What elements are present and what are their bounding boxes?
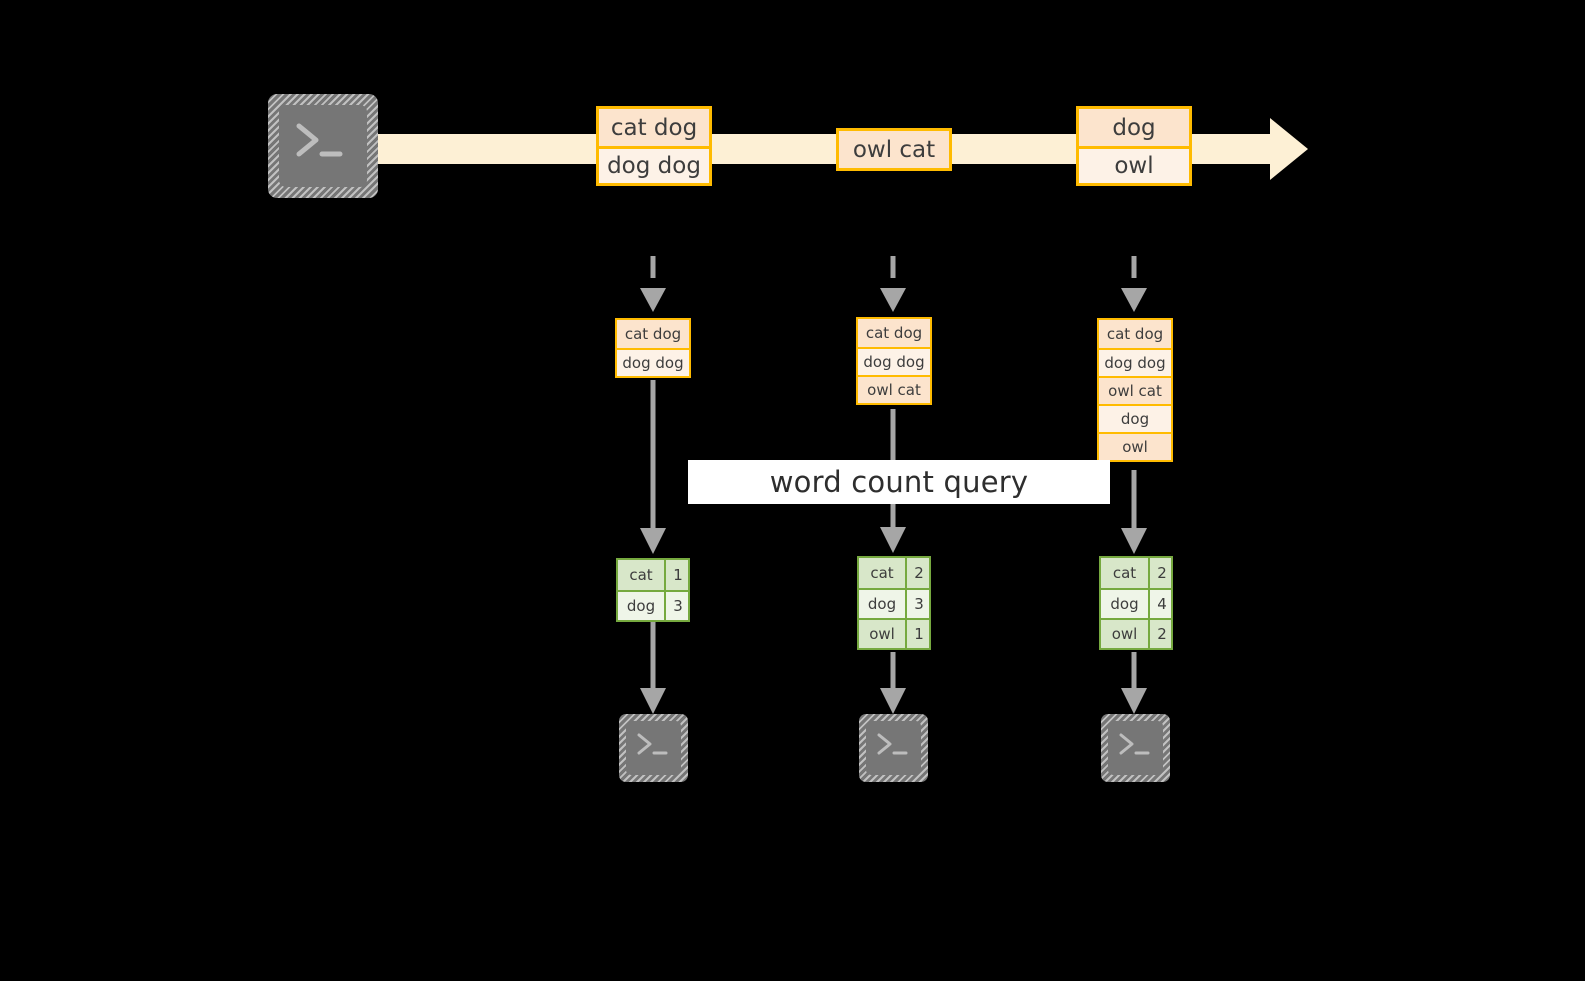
- word-cell: dog: [867, 595, 897, 613]
- terminal-prompt-glyph: [859, 714, 928, 782]
- count-cell: 4: [1148, 590, 1174, 618]
- state-table-row: owl cat: [858, 375, 930, 403]
- stream-message-batch-2[interactable]: owl cat: [836, 128, 952, 171]
- query-banner: word count query: [688, 460, 1110, 504]
- terminal-prompt-glyph: [268, 94, 378, 198]
- table-row: dog 3: [859, 588, 929, 618]
- word-cell: dog: [626, 597, 656, 615]
- result-table-1[interactable]: cat 1 dog 3: [616, 558, 690, 622]
- word-cell: cat: [629, 566, 653, 584]
- count-cell: 3: [664, 592, 690, 620]
- table-row: cat 2: [1101, 558, 1171, 588]
- source-terminal-icon[interactable]: [268, 94, 378, 198]
- stream-message-row: dog dog: [599, 146, 709, 183]
- count-cell: 1: [905, 620, 931, 648]
- sink-terminal-icon-2[interactable]: [859, 714, 928, 782]
- table-row: dog 4: [1101, 588, 1171, 618]
- state-table-row: dog dog: [617, 348, 689, 376]
- count-cell: 1: [664, 560, 690, 590]
- sink-terminal-icon-3[interactable]: [1101, 714, 1170, 782]
- table-row: cat 2: [859, 558, 929, 588]
- state-table-row: owl: [1099, 432, 1171, 460]
- state-table-row: dog dog: [1099, 348, 1171, 376]
- table-row: cat 1: [618, 560, 688, 590]
- dashed-down-arrow-icon-1: [622, 254, 684, 316]
- terminal-screen: [626, 721, 681, 775]
- word-cell: owl: [1111, 625, 1138, 643]
- state-table-row: dog: [1099, 404, 1171, 432]
- stream-message-row: dog: [1079, 109, 1189, 146]
- count-cell: 3: [905, 590, 931, 618]
- word-cell: owl: [869, 625, 895, 643]
- result-table-3[interactable]: cat 2 dog 4 owl 2: [1099, 556, 1173, 650]
- word-cell: cat: [1112, 564, 1137, 582]
- query-banner-label: word count query: [769, 465, 1029, 499]
- dashed-down-arrow-icon-2: [862, 254, 924, 316]
- terminal-prompt-glyph: [619, 714, 688, 782]
- count-cell: 2: [1148, 620, 1174, 648]
- word-cell: cat: [870, 564, 894, 582]
- terminal-screen: [866, 721, 921, 775]
- count-cell: 2: [1148, 558, 1174, 588]
- state-table-row: dog dog: [858, 347, 930, 375]
- stream-message-row: owl cat: [839, 131, 949, 168]
- count-cell: 2: [905, 558, 931, 588]
- state-table-row: owl cat: [1099, 376, 1171, 404]
- table-row: owl 1: [859, 618, 929, 648]
- connector-arrow-3b: [1103, 652, 1165, 716]
- table-row: owl 2: [1101, 618, 1171, 648]
- table-row: dog 3: [618, 590, 688, 620]
- state-table-row: cat dog: [1099, 320, 1171, 348]
- word-cell: dog: [1110, 595, 1139, 613]
- dashed-down-arrow-icon-3: [1103, 254, 1165, 316]
- connector-arrow-3a: [1103, 470, 1165, 556]
- connector-arrow-1b: [622, 622, 684, 716]
- sink-terminal-icon-1[interactable]: [619, 714, 688, 782]
- stream-message-row: owl: [1079, 146, 1189, 183]
- connector-arrow-1a: [622, 380, 684, 556]
- connector-arrow-2b: [862, 652, 924, 716]
- terminal-screen: [1108, 721, 1163, 775]
- state-table-row: cat dog: [858, 319, 930, 347]
- result-table-2[interactable]: cat 2 dog 3 owl 1: [857, 556, 931, 650]
- state-table-row: cat dog: [617, 320, 689, 348]
- terminal-screen: [279, 105, 367, 187]
- stream-message-row: cat dog: [599, 109, 709, 146]
- terminal-prompt-glyph: [1101, 714, 1170, 782]
